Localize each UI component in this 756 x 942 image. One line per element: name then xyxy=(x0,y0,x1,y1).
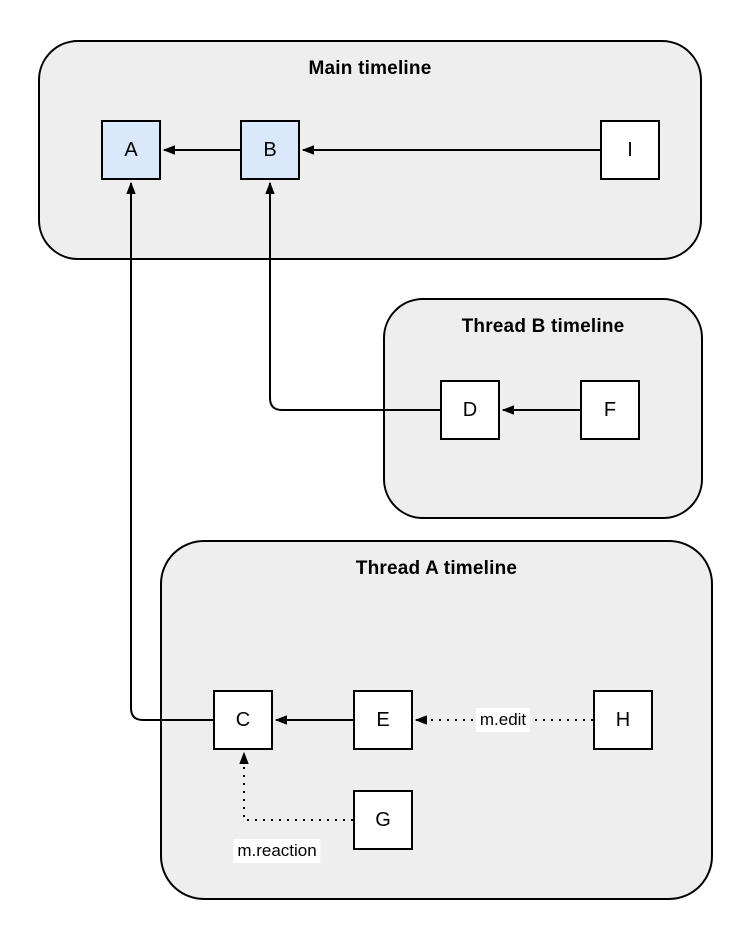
node-event-c: C xyxy=(213,690,273,750)
node-event-e: E xyxy=(353,690,413,750)
node-event-i: I xyxy=(600,120,660,180)
container-title-main-timeline: Main timeline xyxy=(308,58,432,79)
container-title-thread-b-timeline: Thread B timeline xyxy=(461,316,625,337)
node-event-h: H xyxy=(593,690,653,750)
node-event-f: F xyxy=(580,380,640,440)
node-event-d: D xyxy=(440,380,500,440)
edge-label-m-reaction: m.reaction xyxy=(233,839,321,863)
edge-g-to-c-m-reaction xyxy=(239,751,353,821)
node-event-b: B xyxy=(240,120,300,180)
container-thread-b-timeline: Thread B timeline xyxy=(383,298,703,519)
node-event-g: G xyxy=(353,790,413,850)
edge-label-m-edit: m.edit xyxy=(475,708,531,732)
container-title-thread-a-timeline: Thread A timeline xyxy=(355,558,518,579)
edge-d-to-b xyxy=(265,181,440,411)
node-event-a: A xyxy=(101,120,161,180)
edge-c-to-a xyxy=(126,181,213,721)
